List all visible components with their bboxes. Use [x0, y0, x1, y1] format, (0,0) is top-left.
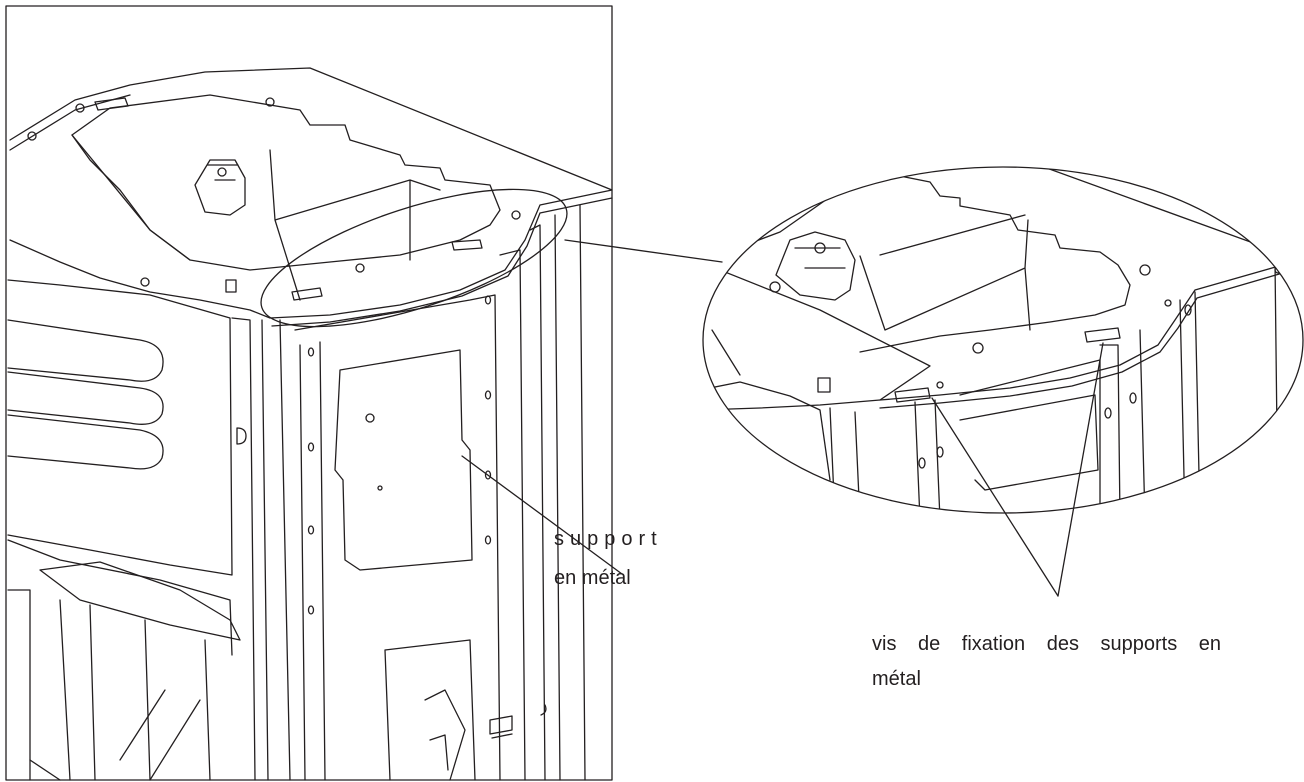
detail-hole [936, 446, 944, 458]
detail-view [702, 166, 1304, 597]
hinge-hole [217, 167, 227, 177]
detail-hole [1184, 304, 1192, 316]
lower-part [384, 639, 476, 781]
panel-screw [365, 413, 375, 423]
detail-tab-right [1084, 327, 1121, 343]
detail-ellipse [702, 166, 1304, 514]
side-panel-front [231, 317, 291, 781]
detail-hinge [775, 231, 856, 301]
zoom-source-ellipse [260, 188, 568, 328]
label-screws-line1: vis de fixation des supports en [872, 633, 1222, 655]
bolt [355, 263, 365, 273]
detail-hole [1129, 392, 1137, 404]
support-leader [461, 455, 623, 575]
panel-hole [307, 605, 315, 615]
top-opening [71, 94, 501, 271]
detail-hole [918, 457, 926, 469]
top-plate [9, 67, 613, 319]
lower-hook [540, 704, 547, 716]
main-view-frame [5, 5, 613, 781]
detail-top-plate [703, 167, 1301, 411]
lower-frame [7, 539, 233, 781]
fan-housing [7, 279, 233, 576]
label-support-line2: en métal [554, 567, 631, 589]
support-panel [294, 294, 501, 781]
top-tab-front [291, 287, 323, 301]
support-recess [334, 349, 473, 571]
detail-hinge-hole [814, 242, 826, 254]
panel-hole [307, 442, 315, 452]
panel-hole [484, 390, 492, 400]
main-view [5, 5, 623, 781]
panel-d-mark [236, 427, 247, 445]
zoom-connector [564, 239, 723, 263]
lower-strut [29, 689, 201, 781]
detail-post [817, 377, 831, 393]
panel-hole [484, 295, 492, 305]
lower-part-detail [429, 715, 513, 771]
vent-slot [7, 414, 164, 470]
detail-bolt [1139, 264, 1151, 276]
zoom-callout [260, 188, 723, 328]
detail-opening [859, 171, 1131, 353]
detail-inner-wall [859, 214, 1031, 331]
top-plate-rim [9, 94, 613, 327]
inner-duct [71, 134, 441, 301]
bolt [27, 131, 37, 141]
label-support-line1: support [554, 528, 663, 550]
detail-bolt [1164, 299, 1172, 307]
screw-leader-2 [1057, 342, 1104, 597]
detail-hole [1104, 407, 1112, 419]
label-screws-line2: métal [872, 668, 921, 690]
detail-front-edge [703, 261, 931, 401]
detail-bolt [936, 381, 944, 389]
detail-fan-top [703, 329, 831, 481]
detail-bolt [972, 342, 984, 354]
lower-shelf [39, 561, 241, 641]
panel-hole [307, 347, 315, 357]
detail-tab-left [894, 387, 931, 403]
top-hinge [194, 159, 246, 216]
panel-hole [484, 535, 492, 545]
detail-bolt [769, 281, 781, 293]
post [225, 279, 237, 293]
bolt [511, 210, 521, 220]
support-panel-right [499, 204, 586, 781]
screw-leader-1 [931, 397, 1059, 597]
vent-slot [7, 371, 164, 425]
panel-hole [484, 470, 492, 480]
vent-slot [7, 319, 164, 382]
top-tab-left [94, 97, 129, 111]
bolt [75, 103, 85, 113]
bolt [140, 277, 150, 287]
top-tab-right [451, 239, 483, 251]
detail-vertical-panels [829, 261, 1279, 513]
bolt [265, 97, 275, 107]
detail-support-recess [959, 394, 1099, 491]
panel-screw [377, 485, 383, 491]
panel-hole [307, 525, 315, 535]
